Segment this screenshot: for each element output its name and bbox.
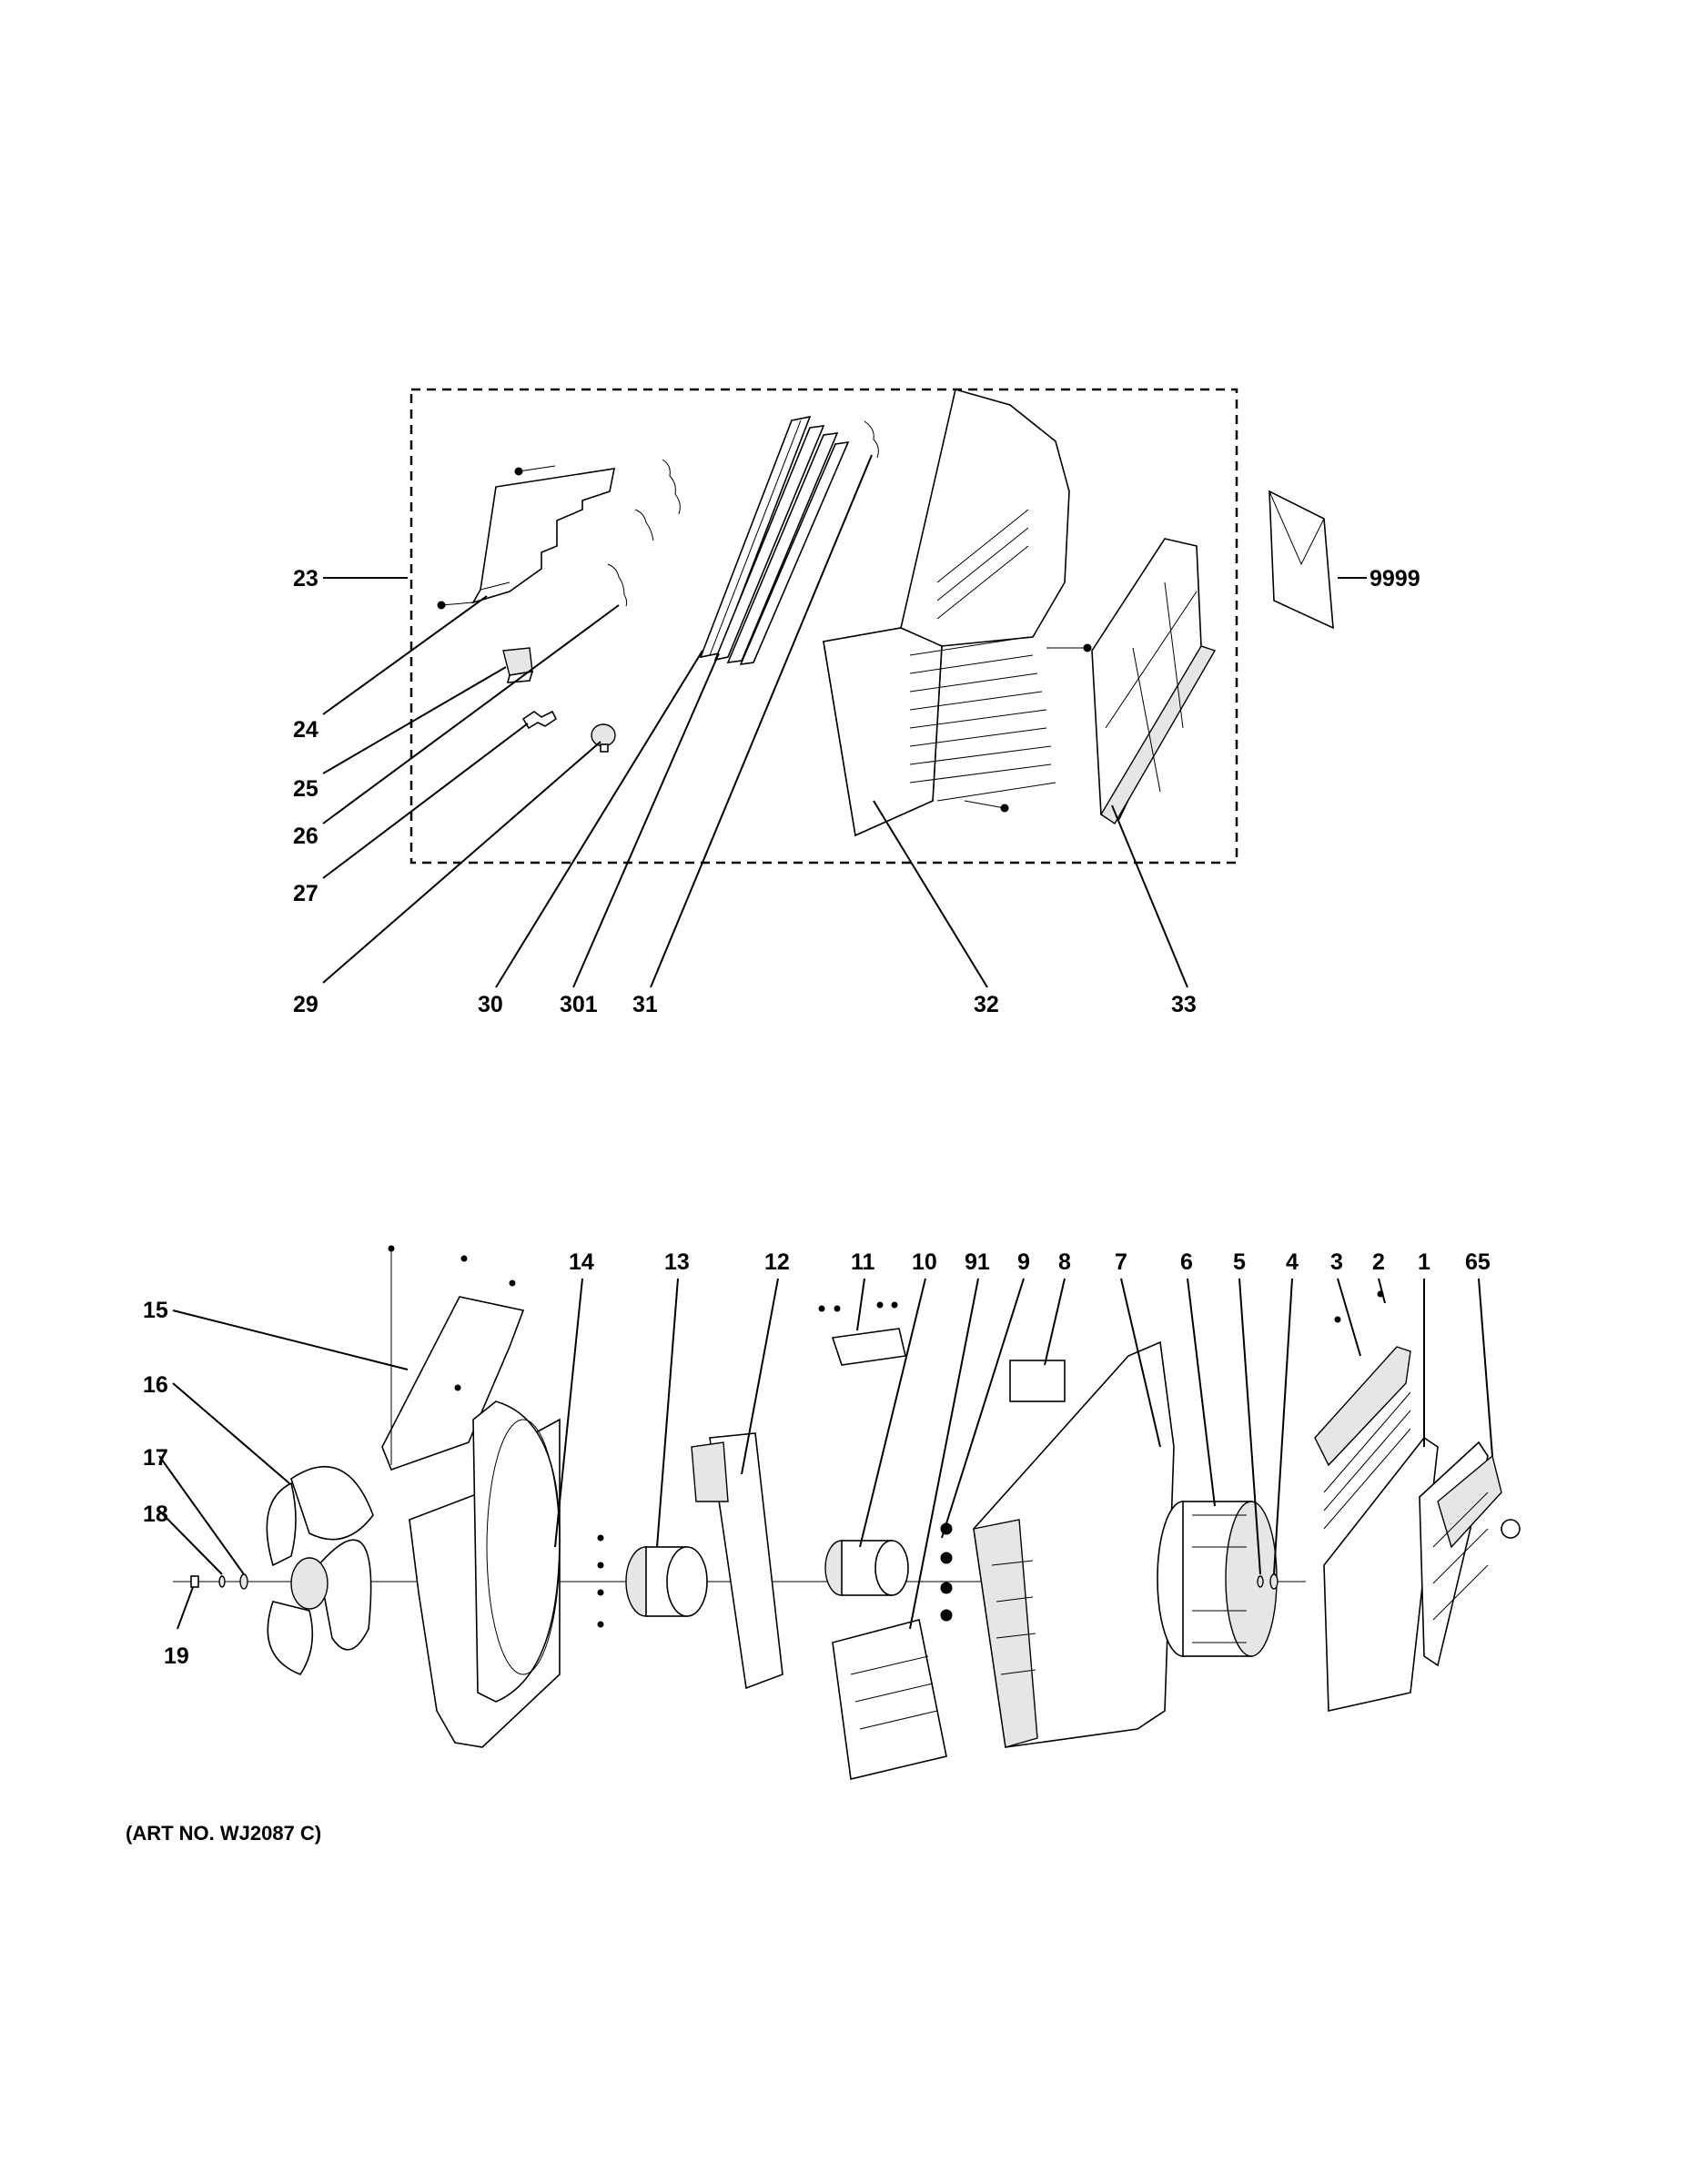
wire-clip-chain-part[interactable] <box>607 459 681 607</box>
owner-manual-part[interactable] <box>1269 490 1334 630</box>
label-24: 24 <box>293 717 318 743</box>
evaporator-assembly-part[interactable] <box>1314 1290 1439 1712</box>
front-assembly-dashed-boundary <box>409 388 1238 864</box>
label-14: 14 <box>569 1249 594 1275</box>
heater-assembly-part[interactable] <box>1419 1441 1521 1667</box>
label-29: 29 <box>293 992 318 1017</box>
label-1: 1 <box>1418 1249 1430 1275</box>
front-grille-part[interactable] <box>823 389 1092 837</box>
motor-bracket-part[interactable] <box>691 1432 783 1690</box>
label-9999: 9999 <box>1370 566 1420 592</box>
label-10: 10 <box>912 1249 937 1275</box>
label-27: 27 <box>293 881 318 906</box>
small-clip-part[interactable] <box>521 710 558 730</box>
fan-fasteners[interactable] <box>190 1573 248 1590</box>
label-3: 3 <box>1330 1249 1343 1275</box>
louver-blade-part[interactable] <box>699 415 850 665</box>
label-7: 7 <box>1115 1249 1127 1275</box>
art-number: (ART NO. WJ2087 C) <box>126 1822 321 1845</box>
label-16: 16 <box>143 1372 168 1398</box>
shroud-cover-part[interactable] <box>381 1245 525 1471</box>
scroll-housing-part[interactable] <box>973 1340 1175 1748</box>
wheel-washers[interactable] <box>1257 1573 1279 1590</box>
label-30: 30 <box>478 992 503 1017</box>
label-18: 18 <box>143 1502 168 1527</box>
label-32: 32 <box>974 992 999 1017</box>
label-91: 91 <box>965 1249 990 1275</box>
label-301: 301 <box>560 992 598 1017</box>
label-23: 23 <box>293 566 318 592</box>
lower-leader-lines <box>158 1278 1493 1630</box>
label-6: 6 <box>1180 1249 1193 1275</box>
label-25: 25 <box>293 776 318 802</box>
label-26: 26 <box>293 824 318 849</box>
fan-blade-part[interactable] <box>266 1465 374 1675</box>
mount-plate-part[interactable] <box>832 1619 947 1780</box>
label-4: 4 <box>1286 1249 1299 1275</box>
label-33: 33 <box>1171 992 1197 1017</box>
label-9: 9 <box>1017 1249 1030 1275</box>
label-8: 8 <box>1058 1249 1071 1275</box>
control-box-part[interactable] <box>818 1301 906 1366</box>
label-31: 31 <box>632 992 658 1017</box>
fan-motor-part[interactable] <box>597 1534 708 1628</box>
air-filter-part[interactable] <box>1091 538 1217 824</box>
label-12: 12 <box>764 1249 790 1275</box>
blower-wheel-part[interactable] <box>1157 1501 1278 1657</box>
upper-leader-lines <box>322 454 1367 988</box>
fan-shroud-part[interactable] <box>409 1400 561 1748</box>
knob-part[interactable] <box>591 723 616 753</box>
label-65: 65 <box>1465 1249 1491 1275</box>
grille-slats <box>909 509 1056 802</box>
label-11: 11 <box>851 1249 875 1275</box>
blower-motor-part[interactable] <box>824 1522 953 1622</box>
label-15: 15 <box>143 1298 168 1323</box>
label-2: 2 <box>1372 1249 1385 1275</box>
label-19: 19 <box>164 1643 189 1669</box>
label-5: 5 <box>1233 1249 1246 1275</box>
louver-link-part[interactable] <box>864 420 879 459</box>
label-13: 13 <box>664 1249 690 1275</box>
bracket-part[interactable] <box>502 647 534 683</box>
label-17: 17 <box>143 1445 168 1471</box>
control-cover-part[interactable] <box>437 465 616 610</box>
